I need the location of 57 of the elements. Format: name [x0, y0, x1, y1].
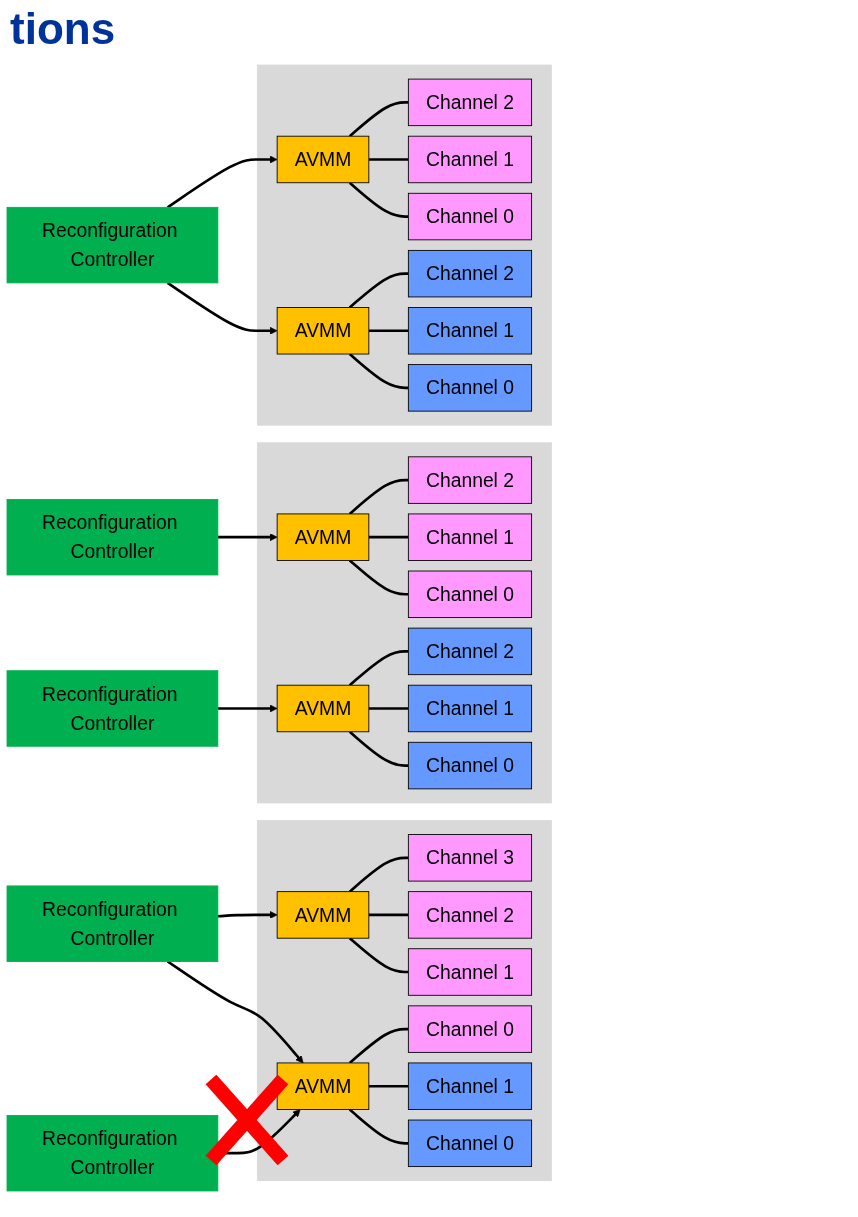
node-box: AVMM	[276, 135, 370, 184]
connector	[348, 353, 409, 390]
connector	[348, 1027, 409, 1064]
arrow	[217, 911, 278, 919]
node-box: AVMM	[276, 513, 370, 561]
node-box: Channel 0	[407, 192, 533, 241]
connector	[348, 937, 409, 974]
connector	[348, 1108, 409, 1145]
arrow	[166, 960, 304, 1064]
node-box: Channel 0	[407, 570, 533, 618]
node-box: Channel 0	[407, 1119, 533, 1168]
node-box: Reconfiguration Controller	[6, 499, 219, 576]
node-box: Reconfiguration Controller	[6, 670, 219, 747]
node-box: AVMM	[276, 307, 370, 355]
cluster	[256, 820, 552, 1182]
node-box: Channel 2	[407, 891, 533, 939]
node-box: AVMM	[276, 684, 370, 733]
connector	[368, 707, 409, 710]
connector	[348, 478, 409, 515]
node-box: Channel 1	[407, 684, 533, 733]
connector	[368, 158, 409, 161]
arrow	[217, 704, 278, 713]
node-box: Reconfiguration Controller	[6, 206, 219, 284]
node-box: Channel 0	[407, 741, 533, 790]
node-box: Channel 1	[407, 135, 533, 184]
node-box: Channel 2	[407, 456, 533, 504]
node-box: Channel 1	[407, 948, 533, 996]
arrow	[166, 281, 278, 335]
node-box: Channel 0	[407, 364, 533, 412]
connector	[368, 535, 409, 539]
arrow	[217, 533, 278, 542]
connector	[348, 650, 409, 687]
node-box: Channel 2	[407, 249, 533, 298]
node-box: Channel 1	[407, 307, 533, 355]
connector	[348, 559, 409, 596]
cluster	[256, 442, 552, 804]
node-box: Channel 1	[407, 513, 533, 561]
node-box: Channel 0	[407, 1005, 533, 1053]
node-box: Reconfiguration Controller	[6, 1115, 219, 1192]
heading: tions	[10, 4, 117, 54]
connector	[348, 101, 409, 138]
connector	[368, 913, 409, 917]
connector	[348, 181, 409, 218]
node-box: Reconfiguration Controller	[6, 885, 219, 962]
connector	[368, 1084, 409, 1088]
node-box: Channel 2	[407, 78, 533, 127]
node-box: Channel 1	[407, 1062, 533, 1110]
connector	[368, 329, 409, 333]
cluster	[256, 64, 552, 426]
arrow	[166, 155, 278, 209]
node-box: Channel 2	[407, 627, 533, 676]
node-box: AVMM	[276, 1062, 370, 1110]
node-box: Channel 3	[407, 834, 533, 882]
connector	[348, 272, 409, 309]
node-box: AVMM	[276, 891, 370, 939]
connector	[348, 730, 409, 767]
connector	[348, 856, 409, 893]
